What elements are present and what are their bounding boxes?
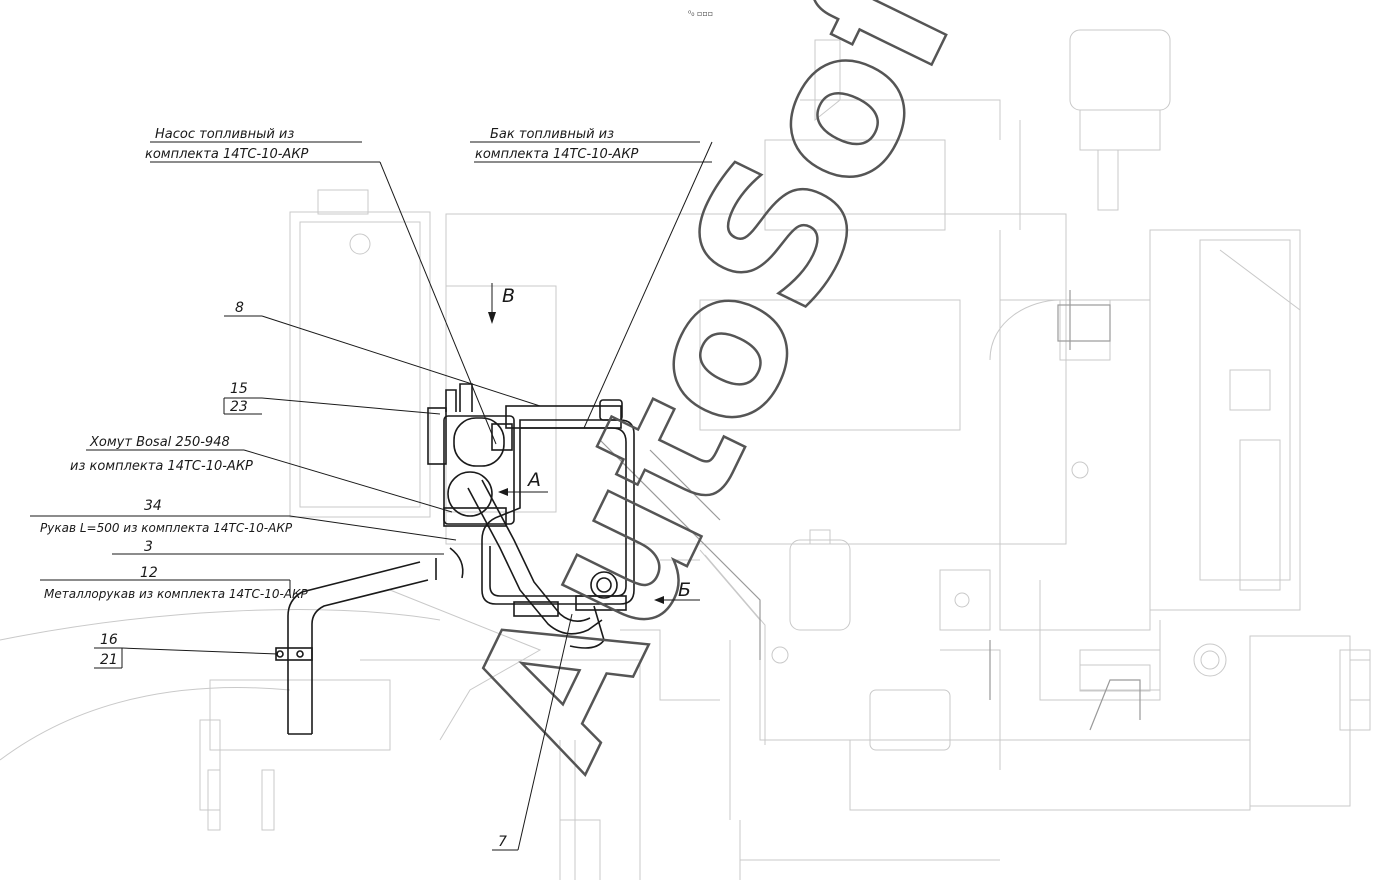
position-23: 23 <box>230 399 248 415</box>
tank-callout-line1: Бак топливный из <box>490 127 614 142</box>
view-letters: В А Б <box>502 285 691 601</box>
position-8: 8 <box>235 300 244 316</box>
clamp-callout-line2: из комплекта 14ТС-10-АКР <box>70 459 253 474</box>
hose-callout: Рукав L=500 из комплекта 14ТС-10-АКР <box>40 521 293 535</box>
pump-callout-line2: комплекта 14ТС-10-АКР <box>145 147 309 162</box>
secondary-lines <box>599 290 1141 731</box>
background-machinery <box>0 29 1371 880</box>
position-12: 12 <box>140 565 158 581</box>
fuel-pump <box>427 383 515 527</box>
leader-lines <box>30 141 713 851</box>
view-a: А <box>526 469 541 491</box>
position-15: 15 <box>230 381 248 397</box>
position-21: 21 <box>100 652 118 668</box>
clamp-callout-line1: Хомут Bosal 250-948 <box>89 435 230 450</box>
fuel-hoses <box>435 479 605 649</box>
fuel-tank-assembly <box>481 399 635 617</box>
tank-callout-line2: комплекта 14ТС-10-АКР <box>475 147 639 162</box>
position-3: 3 <box>144 539 153 555</box>
view-b: Б <box>678 579 691 601</box>
view-v: В <box>502 285 515 307</box>
autosoft-watermark: AutoSoft <box>425 0 1040 797</box>
callouts: Насос топливный из комплекта 14ТС-10-АКР… <box>40 127 639 601</box>
position-34: 34 <box>144 498 162 514</box>
position-numbers: 8 15 23 34 3 12 16 21 7 <box>100 300 507 850</box>
svg-text:AutoSoft: AutoSoft <box>427 0 1040 795</box>
header-mark: ⁰₀ ▫▫▫ <box>688 9 713 18</box>
position-16: 16 <box>100 632 118 648</box>
pump-callout-line1: Насос топливный из <box>155 127 294 142</box>
metal-hose-callout: Металлорукав из комплекта 14ТС-10-АКР <box>44 587 309 601</box>
position-7: 7 <box>498 834 507 850</box>
